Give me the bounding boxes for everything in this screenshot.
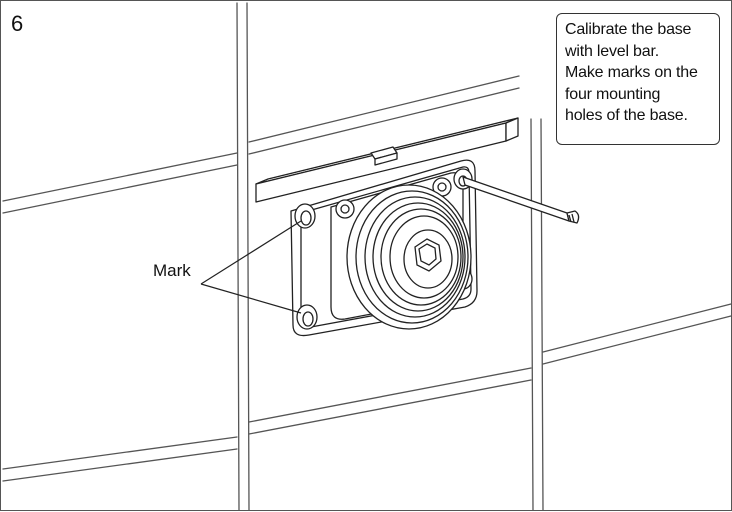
instruction-line: four mounting <box>565 85 661 103</box>
step-number: 6 <box>11 11 24 36</box>
threaded-collar <box>346 184 472 330</box>
instruction-callout: Calibrate the base with level bar. Make … <box>556 13 720 145</box>
mark-label: Mark <box>153 261 191 280</box>
instruction-line: holes of the base. <box>565 107 688 124</box>
mark-leader-lines <box>200 220 302 314</box>
instruction-line: Make marks on the <box>565 64 698 81</box>
level-bar <box>255 117 519 203</box>
instruction-line: Calibrate the base <box>565 21 692 38</box>
drill-bit <box>462 176 580 224</box>
instruction-line: with level bar. <box>565 42 659 60</box>
